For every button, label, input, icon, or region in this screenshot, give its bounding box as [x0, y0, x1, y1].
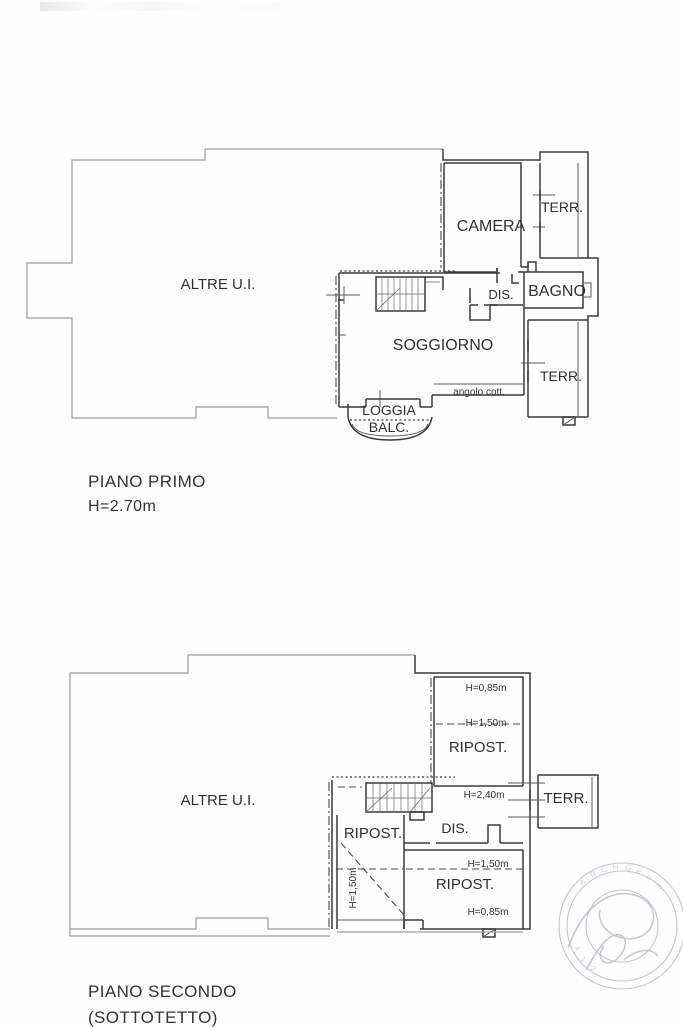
room-label-ripost-nord: RIPOST. [449, 739, 507, 756]
height-note-h085-nord: H=0,85m [466, 683, 507, 694]
room-label-angolo-cott: angolo cott. [453, 387, 505, 398]
svg-text:1: 1 [579, 955, 589, 965]
room-label-loggia: LOGGIA [362, 402, 416, 418]
room-label-dis-1: DIS. [488, 287, 513, 302]
floor-2-labels: ALTRE U.I. RIPOST. RIPOST. DIS. RIPOST. … [181, 739, 589, 893]
svg-text:2: 2 [589, 964, 598, 974]
svg-text:4: 4 [572, 944, 582, 953]
room-label-ripost-ovest: RIPOST. [344, 825, 402, 842]
svg-text:R: R [589, 869, 599, 880]
room-label-terr-nord: TERR. [541, 199, 583, 215]
svg-text:G: G [625, 863, 632, 873]
svg-text:C: C [600, 864, 609, 875]
svg-text:o: o [645, 872, 654, 882]
svg-text:e: e [635, 866, 643, 876]
room-label-terr-2: TERR. [544, 790, 589, 807]
floor-2-geometry [69, 654, 599, 938]
room-label-altre-ui-1: ALTRE U.I. [181, 276, 256, 293]
height-note-h150-nord: H=1,50m [466, 718, 507, 729]
caption-piano-primo: PIANO PRIMO H=2.70m [88, 472, 206, 516]
floor-2-height-notes: H=0,85m H=1,50m H=2,40m H=1,50m H=0,85m … [348, 683, 508, 918]
room-label-altre-ui-2: ALTRE U.I. [181, 792, 256, 809]
professional-seal-stamp: A R C H G e o m 4 1 2 [558, 862, 683, 990]
height-note-h150-sud: H=1,50m [468, 859, 509, 870]
scan-artifact [40, 2, 280, 11]
svg-text:H: H [612, 862, 619, 872]
svg-text:A: A [578, 877, 588, 888]
room-label-ripost-sud: RIPOST. [436, 876, 494, 893]
height-note-h085-sud: H=0,85m [468, 907, 509, 918]
height-note-h150-ovest: H=1,50m [348, 868, 359, 909]
room-label-bagno: BAGNO [528, 283, 586, 300]
room-label-soggiorno: SOGGIORNO [393, 337, 493, 354]
room-label-dis-2: DIS. [441, 820, 468, 836]
caption-piano-primo-height: H=2.70m [88, 498, 157, 515]
svg-text:m: m [654, 881, 665, 892]
caption-piano-secondo: PIANO SECONDO (SOTTOTETTO) [88, 982, 237, 1028]
floor-1-labels: ALTRE U.I. CAMERA TERR. BAGNO DIS. SOGGI… [181, 199, 586, 435]
floor-1-geometry [26, 148, 599, 441]
room-label-camera: CAMERA [457, 218, 526, 235]
caption-piano-secondo-subtitle: (SOTTOTETTO) [88, 1008, 218, 1027]
room-label-terr-sud: TERR. [540, 368, 582, 384]
height-note-h240-vano: H=2,40m [464, 790, 505, 801]
caption-piano-primo-title: PIANO PRIMO [88, 472, 206, 491]
room-label-balc: BALC. [369, 419, 409, 435]
caption-piano-secondo-title: PIANO SECONDO [88, 982, 237, 1001]
